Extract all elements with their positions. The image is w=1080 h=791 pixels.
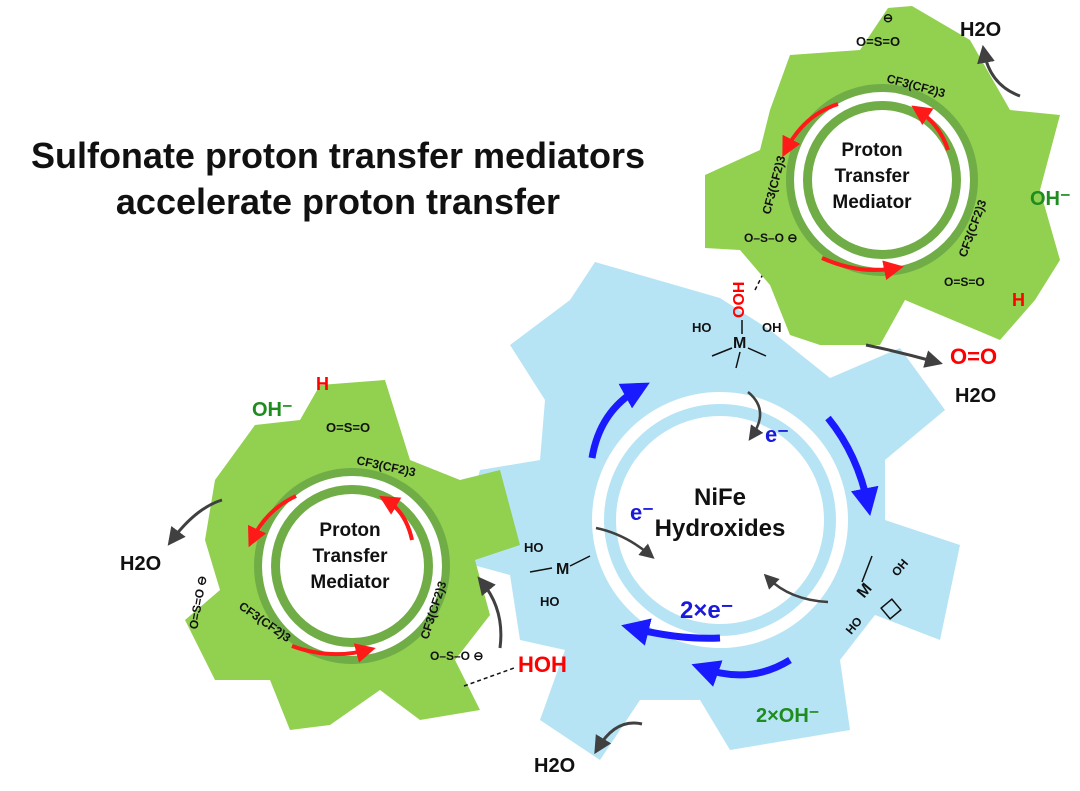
h2o-top: H2O (960, 19, 1001, 41)
left-red-arrow-bottom (291, 643, 376, 663)
catalyst-gear: NiFe Hydroxides e⁻ e⁻ 2×e⁻ OOH HO OH M (455, 249, 960, 760)
h2o-mid: H2O (955, 385, 996, 407)
catalyst-inner-disc (616, 416, 824, 624)
left-red-arrow-left (248, 494, 297, 548)
gray-arrow-electron-right (763, 573, 829, 604)
hoh-dash (463, 667, 515, 687)
arrow-h2o-left (167, 498, 223, 546)
top-site-bond-4 (735, 351, 741, 369)
electron-left-label: e⁻ (630, 500, 654, 525)
left-sulfonate-top: O=S=O (326, 420, 370, 435)
blue-arrow-bottom-left (621, 618, 721, 646)
oh-left: OH⁻ (252, 399, 293, 421)
left-red-arrow-right (379, 495, 414, 541)
left-site-metal: M (556, 561, 569, 578)
left-site-double-bond (529, 567, 553, 573)
top-mediator-gear: Proton Transfer Mediator O=S=O ⊖ CF3(CF2… (705, 6, 1060, 345)
catalyst-label-line-2: Hydroxides (655, 515, 786, 542)
top-sulfonate-top: O=S=O (856, 34, 900, 49)
oh-right: OH⁻ (1030, 188, 1071, 210)
top-site-bond-2 (711, 347, 733, 357)
top-mediator-disc (812, 110, 952, 250)
top-sulfonate-right: O=S=O (944, 275, 985, 289)
gray-arrow-electron-top (747, 391, 764, 441)
arrow-h2o-top (977, 44, 1021, 98)
left-sulfonate-right: O–S–O ⊖ (430, 649, 483, 663)
left-mediator-gear: Proton Transfer Mediator H O=S=O CF3(CF2… (185, 374, 520, 730)
blue-arrow-bottom (691, 657, 792, 687)
hoh-label: HOH (518, 652, 567, 677)
top-mediator-label-line-1: Proton (841, 140, 902, 161)
oxygen-product: O=O (950, 344, 997, 369)
top-mediator-label-line-2: Transfer (835, 166, 911, 187)
catalyst-label-line-1: NiFe (694, 484, 746, 511)
left-mediator-label-line-1: Proton (319, 520, 380, 541)
h2o-left: H2O (120, 553, 161, 575)
top-site-bond-3 (747, 347, 767, 357)
left-proton: H (316, 374, 329, 394)
blue-arrow-top-right (825, 415, 879, 516)
top-proton: H (1012, 290, 1025, 310)
left-site-ho-2: HO (540, 594, 560, 609)
catalyst-inner-ring (592, 392, 848, 648)
top-sulfonate-top-charge: ⊖ (883, 11, 893, 25)
top-red-arrow-bottom (821, 256, 904, 281)
two-electrons-label: 2×e⁻ (680, 597, 733, 624)
top-site-oh: OH (762, 320, 782, 335)
metal-site-top: OOH HO OH M (692, 249, 782, 369)
arrow-to-oxygen (865, 343, 943, 368)
top-red-arrow-left (782, 102, 839, 158)
left-mediator-label-line-3: Mediator (310, 572, 390, 593)
metal-site-left: HO M HO (524, 540, 591, 609)
title-line-2: accelerate proton transfer (116, 181, 560, 222)
title-line-1: Sulfonate proton transfer mediators (31, 135, 645, 176)
right-site-bond (861, 555, 873, 583)
vacancy-box (880, 598, 902, 620)
top-mediator-label-line-3: Mediator (832, 192, 912, 213)
arrow-into-left-gear (477, 576, 503, 649)
top-sulfonate-left: O–S–O ⊖ (744, 231, 797, 245)
gray-arrow-electron-left (595, 526, 655, 559)
left-mediator-label-line-2: Transfer (313, 546, 389, 567)
left-site-ho-1: HO (524, 540, 544, 555)
electron-top-label: e⁻ (765, 422, 789, 447)
top-site-metal: M (733, 335, 746, 352)
left-site-bond (569, 555, 591, 567)
blue-arrow-top-left (588, 382, 650, 459)
ooh-label: OOH (731, 282, 748, 318)
arrow-h2o-bottom (594, 721, 643, 755)
h2o-bottom: H2O (534, 755, 575, 777)
top-red-arrow-right (911, 105, 950, 151)
top-site-ho: HO (692, 320, 712, 335)
left-mediator-disc (280, 494, 424, 638)
two-oh-label: 2×OH⁻ (756, 705, 819, 727)
